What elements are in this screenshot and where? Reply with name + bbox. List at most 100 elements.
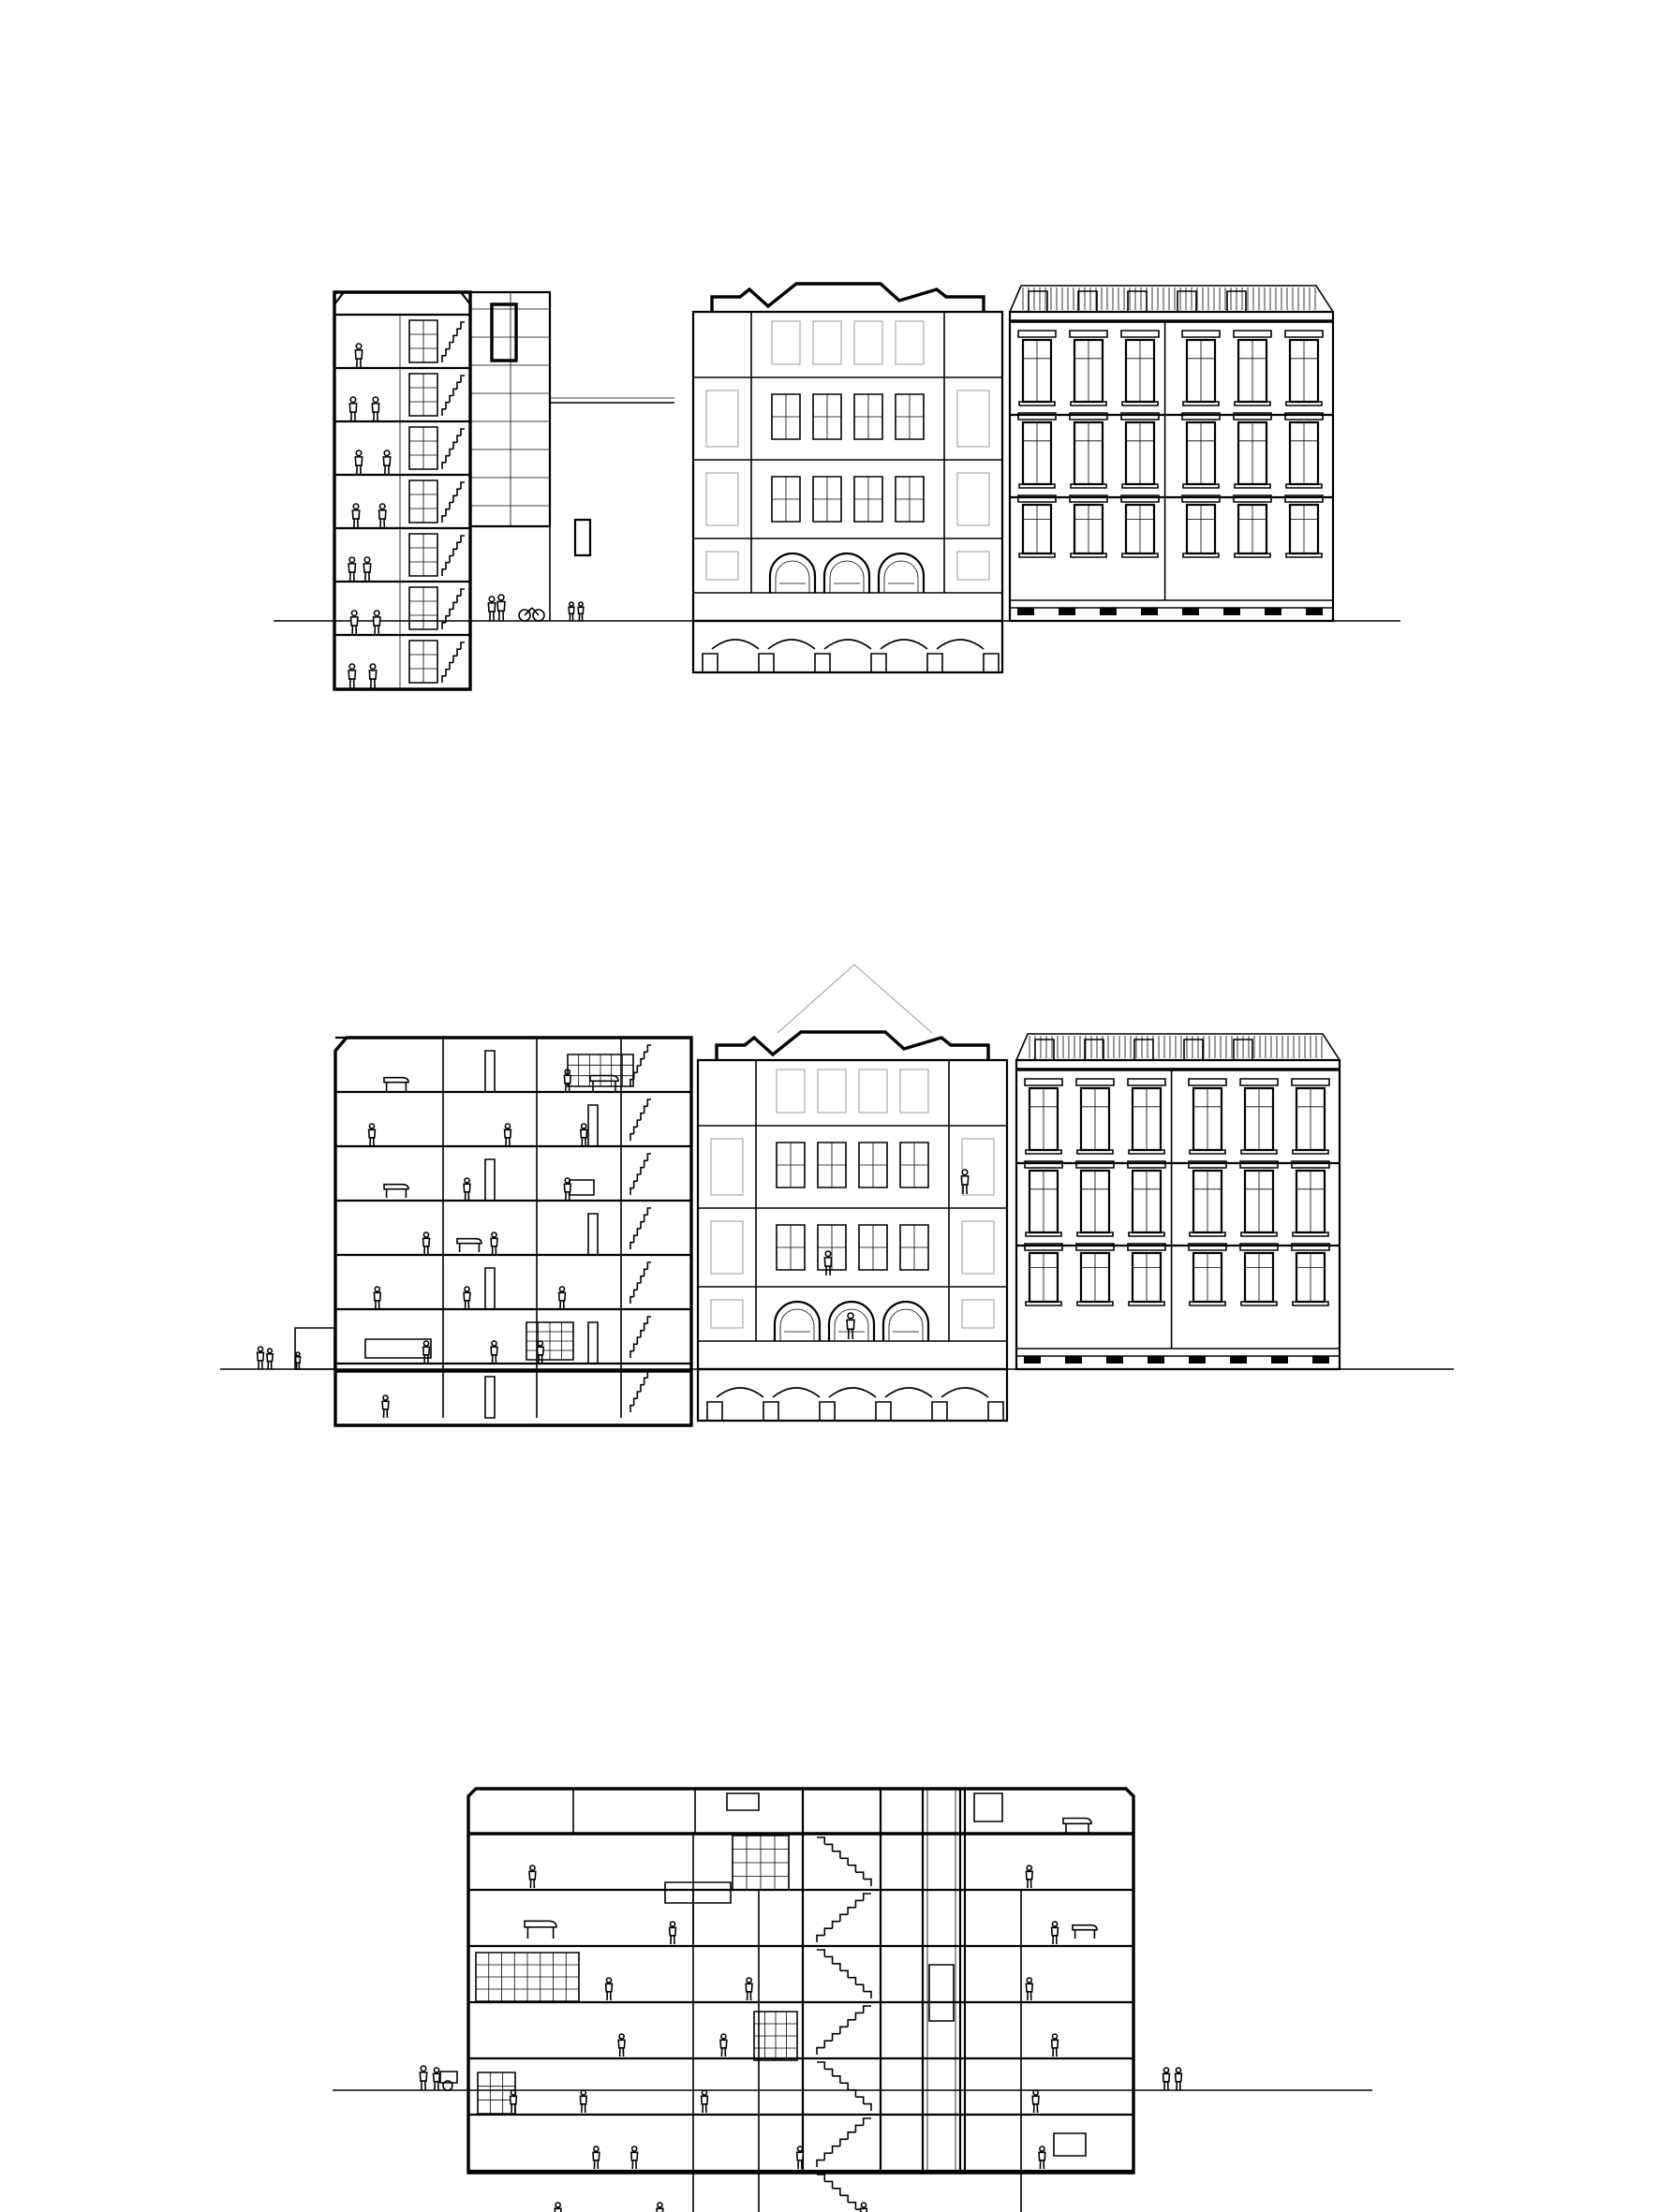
window-hood (1121, 413, 1159, 420)
window-hood (1240, 1079, 1278, 1085)
footing (763, 1402, 778, 1421)
figure-head (582, 1124, 586, 1128)
tower-shaft-window (409, 374, 437, 416)
figure-head (594, 2146, 599, 2151)
piano-body (384, 1078, 408, 1083)
plinth (1010, 600, 1333, 608)
window-hood (1182, 495, 1220, 502)
footing (927, 654, 942, 672)
basement-vault (824, 640, 871, 649)
wing-window (1076, 1079, 1114, 1154)
figure-torso (379, 510, 386, 519)
figure-head (861, 2203, 866, 2207)
wing-window (1128, 1244, 1165, 1305)
figure-torso (720, 2040, 727, 2047)
figure-torso (824, 1258, 831, 1266)
street-person (258, 1347, 264, 1369)
stair-steps (817, 2118, 871, 2167)
wing-window (1292, 1079, 1329, 1154)
figure-torso (355, 457, 362, 465)
figure-head (559, 1287, 564, 1291)
street-person (420, 2066, 426, 2090)
window-hood (1189, 1161, 1226, 1168)
annex-stair (630, 1371, 651, 1412)
window-hood (1128, 1161, 1165, 1168)
arcade-arch (770, 553, 815, 593)
side-panel (962, 1300, 994, 1328)
figure-torso (383, 457, 390, 465)
main-stair (817, 2175, 871, 2212)
window-sill (1183, 484, 1219, 488)
attic-window (896, 321, 924, 364)
roof-outline (1016, 1034, 1340, 1060)
historic-centre-b (698, 1032, 1007, 1421)
grand-piano (590, 1076, 618, 1092)
stair-steps (442, 322, 465, 362)
tower-shaft-window (409, 320, 437, 362)
street-person (1176, 2068, 1182, 2090)
window-hood (1070, 413, 1107, 420)
footing (707, 1402, 722, 1421)
plinth-block (1141, 608, 1158, 615)
wing-roof (1010, 286, 1333, 312)
wing-window (1182, 495, 1220, 557)
window-hood (1285, 495, 1323, 502)
interior-person (797, 2146, 804, 2169)
figure-head (350, 397, 356, 403)
window-sill (1293, 1302, 1328, 1305)
street-person (434, 2068, 440, 2090)
tower-stair (442, 642, 465, 683)
grand-piano (1073, 1925, 1097, 1939)
figure-head (353, 504, 359, 509)
grand-piano (384, 1185, 408, 1198)
plinth-block (1017, 608, 1034, 615)
tower-person (348, 664, 355, 688)
wing-window (1076, 1244, 1114, 1305)
attic-window (772, 321, 800, 364)
tower-person (351, 611, 358, 635)
tower-shaft-window (409, 534, 437, 576)
basement-vault (881, 640, 927, 649)
stair-steps (817, 2062, 871, 2111)
figure-torso (420, 2072, 426, 2081)
section-b (220, 965, 1454, 1425)
interior-person (1039, 2146, 1045, 2169)
bench (365, 1339, 431, 1358)
wing-window (1292, 1161, 1329, 1236)
figure-torso (505, 1129, 511, 1137)
figure-torso (537, 1347, 543, 1354)
figure-torso (618, 2040, 625, 2047)
annex-person (559, 1287, 566, 1309)
figure-head (1033, 2090, 1038, 2095)
grid-window (733, 1836, 789, 1890)
annex-stair (630, 1208, 651, 1249)
figure-head (375, 1287, 379, 1291)
figure-head (962, 1170, 968, 1175)
entrance-porch (295, 1328, 334, 1369)
side-panel (962, 1221, 994, 1274)
figure-torso (593, 2152, 600, 2160)
window-sill (1019, 484, 1055, 488)
figure-torso (580, 2096, 586, 2103)
figure-torso (295, 1357, 300, 1363)
window-hood (1234, 331, 1271, 337)
roof-outline (1010, 286, 1333, 312)
centre-window (854, 477, 882, 522)
wing-window (1121, 495, 1159, 557)
historic-wing-a (1010, 286, 1333, 621)
tower-person (369, 664, 376, 688)
annex-person (382, 1395, 389, 1418)
main-stair (817, 2006, 871, 2055)
plinth-block (1100, 608, 1117, 615)
atrium-frame (470, 292, 550, 526)
side-panel (711, 1221, 743, 1274)
attic-window (854, 321, 882, 364)
figure-head (379, 504, 385, 509)
wing-window (1240, 1161, 1278, 1236)
window-hood (1076, 1161, 1114, 1168)
centre-window (859, 1143, 887, 1187)
side-panel (957, 552, 989, 580)
figure-torso (606, 1983, 613, 1991)
stair-steps (442, 429, 465, 469)
window-sill (1183, 553, 1219, 557)
